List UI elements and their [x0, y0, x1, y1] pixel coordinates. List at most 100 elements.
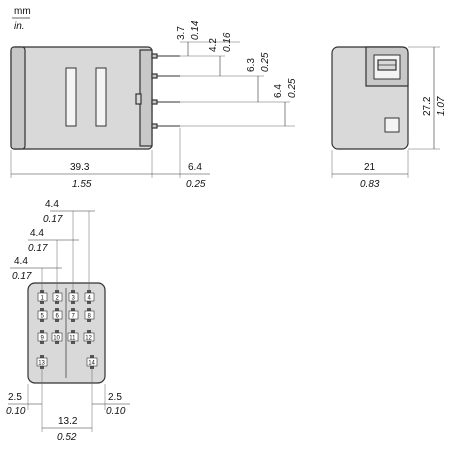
- unit-primary: mm: [14, 6, 31, 17]
- side-view: 3.7 0.14 4.2 0.16 6.3 0.25 6.4 0.25 39.3…: [10, 20, 298, 190]
- dim-length-mm: 39.3: [70, 162, 90, 173]
- dim-coil-spacing-in: 0.52: [57, 432, 77, 443]
- pin-13: 13: [36, 355, 48, 369]
- dim-offset-2-mm: 4.2: [208, 38, 219, 52]
- dim-offset-1-in: 0.14: [190, 20, 201, 40]
- side-pin-stub-4: [151, 123, 158, 129]
- dim-offset-1-mm: 3.7: [176, 26, 187, 40]
- pin-9-label: 9: [41, 336, 45, 342]
- dim-pitch-2-in: 0.17: [28, 243, 48, 254]
- pin-10-label: 10: [53, 336, 60, 342]
- dim-height: 27.2 1.07: [408, 46, 447, 150]
- dim-offset-3: 6.3 0.25: [246, 52, 271, 102]
- dim-right-margin-mm: 2.5: [108, 392, 122, 403]
- side-base: [139, 49, 153, 147]
- pin-3-box: [68, 292, 79, 302]
- dim-pitch-2: 4.4 0.17: [28, 228, 79, 254]
- dim-coil-spacing-mm: 13.2: [58, 416, 78, 427]
- pin-12: 12: [83, 330, 95, 344]
- side-pins: [151, 53, 180, 129]
- side-pin-stub-1: [151, 53, 158, 59]
- dim-pitch-1-in: 0.17: [43, 214, 63, 225]
- pin-8-label: 8: [88, 314, 92, 320]
- pin-10-box: [51, 332, 63, 342]
- dim-pin-length: 6.4 0.25: [152, 128, 210, 190]
- dim-right-margin: 2.5 0.10: [92, 392, 130, 417]
- dim-left-margin-in: 0.10: [6, 406, 26, 417]
- dim-length-in: 1.55: [72, 179, 92, 190]
- pin-11-box: [67, 332, 79, 342]
- pin-13-box: [36, 357, 48, 367]
- pin-7-box: [68, 310, 79, 320]
- dim-offset-1: 3.7 0.14: [176, 20, 201, 56]
- dim-length: 39.3 1.55: [10, 150, 153, 190]
- side-body: [10, 46, 153, 150]
- pin-4-label: 4: [88, 296, 92, 302]
- dim-offset-2-in: 0.16: [222, 32, 233, 52]
- pin-5-label: 5: [41, 314, 45, 320]
- pin-4: 4: [84, 290, 95, 304]
- pin-13-label: 13: [38, 361, 45, 367]
- side-latch: [135, 93, 142, 105]
- dim-offset-3-mm: 6.3: [246, 58, 257, 72]
- pin-12-box: [83, 332, 95, 342]
- pin-7: 7: [68, 308, 79, 322]
- dim-pitch-1: 4.4 0.17: [43, 199, 95, 225]
- dim-coil-spacing: 13.2 0.52: [42, 416, 92, 443]
- dim-offset-2: 4.2 0.16: [208, 32, 233, 76]
- pin-4-box: [84, 292, 95, 302]
- pin-10: 10: [51, 330, 63, 344]
- dim-offset-3-in: 0.25: [260, 52, 271, 72]
- dim-pitch-3: 4.4 0.17: [10, 256, 62, 282]
- dim-left-margin-mm: 2.5: [8, 392, 22, 403]
- pin-2: 2: [52, 290, 63, 304]
- pin-9-box: [37, 332, 48, 342]
- pin-3: 3: [68, 290, 79, 304]
- dim-pin-length-in: 0.25: [186, 179, 206, 190]
- end-view: 27.2 1.07 21 0.83: [331, 46, 447, 190]
- pin-11: 11: [67, 330, 79, 344]
- side-slot-2: [95, 67, 107, 127]
- pin-14: 14: [86, 355, 98, 369]
- pin-7-label: 7: [72, 314, 76, 320]
- pin-8: 8: [84, 308, 95, 322]
- dim-height-mm: 27.2: [422, 96, 433, 116]
- dim-right-margin-in: 0.10: [106, 406, 126, 417]
- pin-6-label: 6: [56, 314, 60, 320]
- side-pin-stub-3: [151, 99, 158, 105]
- pin-14-box: [86, 357, 98, 367]
- pin-14-label: 14: [88, 361, 95, 367]
- dim-width: 21 0.83: [331, 150, 409, 190]
- bottom-view: 1 2 3 4 5 6 7: [6, 199, 130, 443]
- pin-6: 6: [52, 308, 63, 322]
- dim-offset-4-mm: 6.4: [273, 84, 284, 98]
- pin-9: 9: [37, 330, 48, 344]
- units-legend: mm in.: [12, 6, 31, 32]
- dim-left-margin: 2.5 0.10: [6, 392, 42, 417]
- end-test-button: [384, 117, 400, 133]
- pin-12-label: 12: [85, 336, 92, 342]
- side-cap: [10, 46, 26, 150]
- pin-6-box: [52, 310, 63, 320]
- pin-5: 5: [37, 308, 48, 322]
- dim-pitch-2-mm: 4.4: [30, 228, 44, 239]
- pin-1-label: 1: [41, 296, 45, 302]
- pin-3-label: 3: [72, 296, 76, 302]
- dim-pitch-3-mm: 4.4: [14, 256, 28, 267]
- dim-pin-length-mm: 6.4: [188, 162, 202, 173]
- pin-11-label: 11: [69, 336, 76, 342]
- pin-5-box: [37, 310, 48, 320]
- pin-1: 1: [37, 290, 48, 304]
- pin-8-box: [84, 310, 95, 320]
- pin-2-label: 2: [56, 296, 60, 302]
- unit-secondary: in.: [14, 21, 25, 32]
- dim-width-in: 0.83: [360, 179, 380, 190]
- dim-height-in: 1.07: [436, 96, 447, 116]
- side-slot-1: [65, 67, 77, 127]
- dim-width-mm: 21: [364, 162, 376, 173]
- side-pin-stub-2: [151, 73, 158, 79]
- pin-1-box: [37, 292, 48, 302]
- dim-offset-4: 6.4 0.25: [273, 78, 298, 126]
- dim-offset-4-in: 0.25: [287, 78, 298, 98]
